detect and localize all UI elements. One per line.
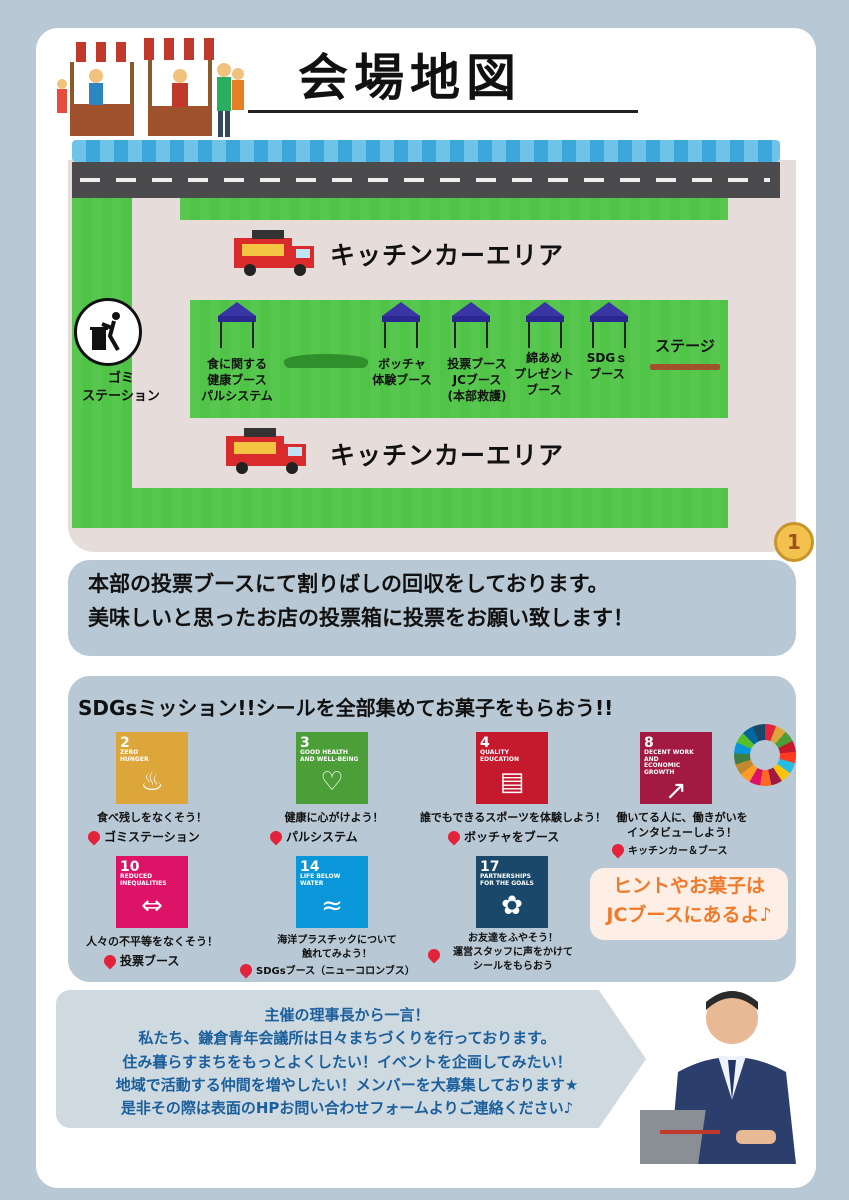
- sdg-goal-10-tile: 10 REDUCED INEQUALITIES ⇔: [116, 856, 188, 928]
- location-pin-icon: [85, 828, 103, 845]
- bowl-icon: ♨: [140, 766, 164, 797]
- partnership-flower-icon: ✿: [501, 890, 523, 921]
- goal-name: REDUCED INEQUALITIES: [120, 873, 167, 887]
- garbage-station-label: ゴミ ステーション: [82, 371, 160, 404]
- sdg-location: キッチンカー＆ブース: [609, 841, 728, 858]
- message-line: 住み暮らすまちをもっとよくしたい！イベントを企画してみたい！: [122, 1052, 572, 1071]
- sdg-caption: 誰でもできるスポーツを体験しよう！: [419, 811, 607, 824]
- grass-bottom-strip: [72, 488, 728, 528]
- notice-text: 本部の投票ブースにて割りばしの回収をしております。 美味しいと思ったお店の投票箱…: [88, 568, 788, 635]
- sdg-goal-4-tile: 4 QUALITY EDUCATION ▤: [476, 732, 548, 804]
- grass-center-area: [190, 300, 728, 418]
- sdg-location: SDGsブース（ニューコロンブス）: [237, 961, 415, 978]
- goal-name: ZERO HUNGER: [120, 749, 149, 763]
- sdg-caption: 海洋プラスチックについて 触れてみよう！: [277, 935, 397, 960]
- title-underline: [248, 110, 638, 113]
- notice-box: [68, 560, 796, 656]
- notice-line: 本部の投票ブースにて割りばしの回収をしております。: [88, 572, 609, 596]
- booth-label: 食に関する 健康ブース パルシステム: [201, 357, 273, 404]
- location-pin-icon: [101, 952, 119, 969]
- kitchen-car-icon: [226, 428, 306, 474]
- tent-icon: [218, 302, 256, 348]
- goal-name: DECENT WORK AND ECONOMIC GROWTH: [644, 749, 694, 776]
- goal-name: GOOD HEALTH AND WELL-BEING: [300, 749, 359, 763]
- location-text: ゴミステーション: [104, 830, 200, 844]
- chairman-photo: [640, 991, 796, 1164]
- sdg-caption: 人々の不平等をなくそう！: [86, 935, 218, 948]
- location-text: ボッチャをブース: [464, 830, 560, 844]
- goal-number: 17: [480, 859, 500, 875]
- goal-number: 2: [120, 735, 130, 751]
- goal-number: 4: [480, 735, 490, 751]
- booth-label: SDGｓ ブース: [586, 351, 628, 382]
- message-line: 地域で活動する仲間を増やしたい！メンバーを大募集しております★: [115, 1075, 579, 1094]
- chairman-message: 主催の理事長から一言！ 私たち、鎌倉青年会議所は日々まちづくりを行っております。…: [52, 1004, 642, 1120]
- tent-icon: [452, 302, 490, 348]
- bush-decoration: [284, 354, 368, 368]
- sdg-goal-2-tile: 2 ZERO HUNGER ♨: [116, 732, 188, 804]
- location-pin-icon: [609, 841, 627, 858]
- speech-bubble: [56, 990, 646, 1128]
- trash-icon: [74, 298, 142, 366]
- booth-label: 綿あめ プレゼント ブース: [513, 351, 574, 398]
- sdgs-wheel-icon: [734, 724, 796, 786]
- page-title: 会場地図: [298, 49, 522, 107]
- notice-line: 美味しいと思ったお店の投票箱に投票をお願い致します！: [88, 605, 634, 630]
- tent-icon: [590, 302, 628, 348]
- equality-icon: ⇔: [141, 890, 163, 921]
- location-text: 投票ブース: [120, 954, 180, 968]
- location-text: パルシステム: [286, 830, 358, 844]
- goal-number: 10: [120, 859, 140, 875]
- sdg-caption: 食べ残しをなくそう！: [97, 811, 207, 824]
- rank-badge: 1: [774, 522, 814, 562]
- kitchen-car-icon: [234, 230, 314, 276]
- sdg-location: 投票ブース: [101, 952, 180, 969]
- message-line: 私たち、鎌倉青年会議所は日々まちづくりを行っております。: [138, 1029, 556, 1048]
- sdg-goal-14-tile: 14 LIFE BELOW WATER ≈: [296, 856, 368, 928]
- stage-label: ステージ: [655, 337, 715, 355]
- sdg-location: ボッチャをブース: [445, 828, 560, 845]
- location-text: キッチンカー＆ブース: [628, 846, 728, 857]
- location-text: SDGsブース（ニューコロンブス）: [256, 966, 415, 977]
- sdg-caption: 健康に心がけよう！: [284, 811, 384, 824]
- road-markings: [80, 178, 770, 182]
- sdg-goal-8-tile: 8 DECENT WORK AND ECONOMIC GROWTH ↗: [640, 732, 712, 807]
- message-line: 是非その際は表面のHPお問い合わせフォームよりご連絡ください♪: [120, 1099, 574, 1117]
- tent-icon: [526, 302, 564, 348]
- goal-name: QUALITY EDUCATION: [480, 749, 519, 763]
- kitchen-car-area-label: キッチンカーエリア: [330, 241, 565, 270]
- goal-number: 14: [300, 859, 320, 875]
- goal-name: PARTNERSHIPS FOR THE GOALS: [480, 873, 534, 887]
- sdg-goal-17-tile: 17 PARTNERSHIPS FOR THE GOALS ✿: [476, 856, 548, 928]
- tent-icon: [382, 302, 420, 348]
- booth-label: 投票ブース JCブース (本部救護): [447, 357, 507, 404]
- goal-name: LIFE BELOW WATER: [300, 873, 341, 887]
- grass-top-strip: [180, 198, 728, 220]
- sdgs-title: SDGsミッション!!シールを全部集めてお菓子をもらおう!!: [78, 696, 614, 720]
- sdg-location: ゴミステーション: [85, 828, 200, 845]
- location-pin-icon: [267, 828, 285, 845]
- water-strip: [72, 140, 780, 162]
- message-heading: 主催の理事長から一言！: [264, 1006, 430, 1024]
- sdg-caption: お友達をふやそう！ 運営スタッフに声をかけて シールをもらおう: [453, 933, 573, 972]
- heartbeat-icon: ♡: [320, 766, 344, 797]
- sdg-goal-3-tile: 3 GOOD HEALTH AND WELL-BEING ♡: [296, 732, 368, 804]
- goal-number: 3: [300, 735, 310, 751]
- sdg-location: パルシステム: [267, 828, 358, 845]
- kitchen-car-area-label: キッチンカーエリア: [330, 441, 565, 470]
- sdg-caption: 働いてる人に、働きがいを インタビューしよう！: [616, 811, 748, 840]
- book-icon: ▤: [499, 766, 525, 797]
- stage-platform: [650, 364, 720, 370]
- location-pin-icon: [237, 961, 255, 978]
- fish-icon: ≈: [321, 890, 343, 921]
- market-stall-illustration: [57, 38, 244, 137]
- booth-label: ボッチャ 体験ブース: [372, 357, 432, 388]
- goal-number: 8: [644, 735, 654, 751]
- growth-chart-icon: ↗: [665, 776, 687, 807]
- location-pin-icon: [445, 828, 463, 845]
- hint-box: ヒントやお菓子は JCブースにあるよ♪: [590, 868, 788, 940]
